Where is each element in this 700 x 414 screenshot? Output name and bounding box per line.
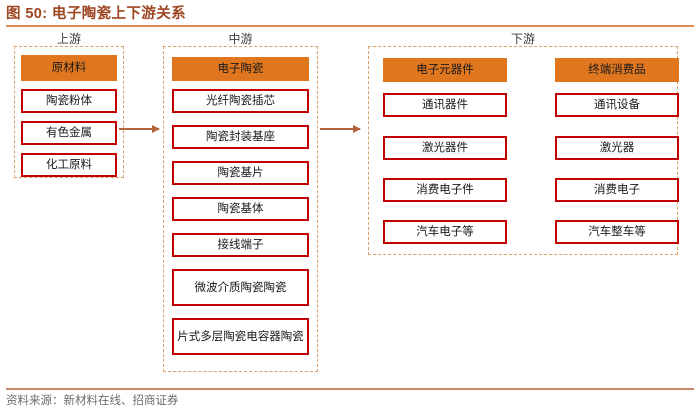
downstream-col1-item-0[interactable]: 通讯设备 (555, 93, 679, 117)
group-upstream (14, 46, 124, 178)
arrow-midstream-to-downstream (320, 124, 361, 133)
midstream-item-4[interactable]: 接线端子 (172, 233, 309, 257)
chart-title-bar: 图 50: 电子陶瓷上下游关系 (6, 4, 694, 28)
group-midstream (163, 46, 318, 372)
section-label-midstream: 中游 (228, 32, 253, 46)
midstream-item-2[interactable]: 陶瓷基片 (172, 161, 309, 185)
source-note: 资料来源：新材料在线、招商证券 (6, 395, 179, 407)
downstream-col0-item-1[interactable]: 激光器件 (383, 136, 507, 160)
downstream-col0-header-box[interactable]: 电子元器件 (383, 58, 507, 82)
downstream-col1-item-1[interactable]: 激光器 (555, 136, 679, 160)
midstream-item-3[interactable]: 陶瓷基体 (172, 197, 309, 221)
downstream-col0-item-3[interactable]: 汽车电子等 (383, 220, 507, 244)
upstream-item-1[interactable]: 有色金属 (21, 121, 117, 145)
downstream-col0-item-2[interactable]: 消费电子件 (383, 178, 507, 202)
upstream-header-box[interactable]: 原材料 (21, 55, 117, 81)
midstream-item-5[interactable]: 微波介质陶瓷陶瓷 (172, 269, 309, 306)
upstream-item-0[interactable]: 陶瓷粉体 (21, 89, 117, 113)
midstream-item-6[interactable]: 片式多层陶瓷电容器陶瓷 (172, 318, 309, 355)
downstream-col0-item-0[interactable]: 通讯器件 (383, 93, 507, 117)
midstream-item-0[interactable]: 光纤陶瓷插芯 (172, 89, 309, 113)
downstream-col1-item-3[interactable]: 汽车整车等 (555, 220, 679, 244)
midstream-item-1[interactable]: 陶瓷封装基座 (172, 125, 309, 149)
section-label-downstream: 下游 (510, 32, 535, 46)
section-label-upstream: 上游 (56, 32, 81, 46)
arrow-upstream-to-midstream (119, 124, 160, 133)
midstream-header-box[interactable]: 电子陶瓷 (172, 57, 309, 81)
footer-divider (6, 388, 694, 390)
downstream-col1-header-box[interactable]: 终端消费品 (555, 58, 679, 82)
downstream-col1-item-2[interactable]: 消费电子 (555, 178, 679, 202)
title-underline (6, 25, 694, 27)
page-title: 图 50: 电子陶瓷上下游关系 (6, 6, 187, 22)
upstream-item-2[interactable]: 化工原料 (21, 153, 117, 177)
